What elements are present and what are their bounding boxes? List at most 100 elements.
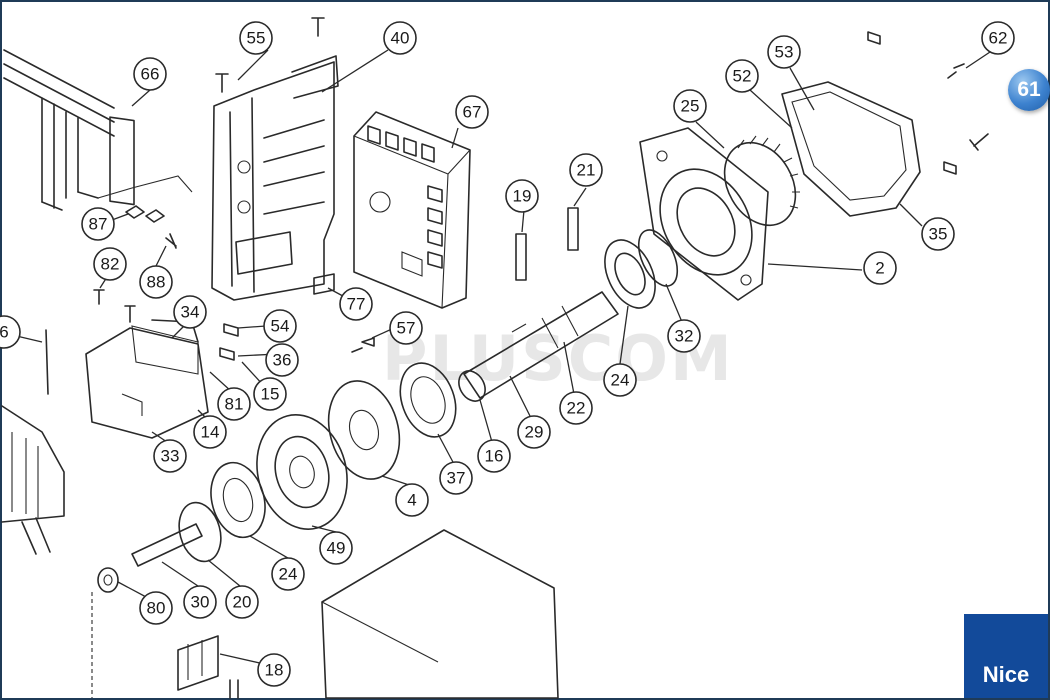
callout-19: 19 xyxy=(505,179,539,213)
screw-top-right xyxy=(867,31,881,45)
callout-33: 33 xyxy=(153,439,187,473)
gear-housing-2 xyxy=(639,127,769,301)
pin-21 xyxy=(567,207,579,251)
bottom-pin xyxy=(229,679,239,699)
svg-text:2: 2 xyxy=(875,259,884,278)
callout-80: 80 xyxy=(139,591,173,625)
svg-text:40: 40 xyxy=(391,29,410,48)
callout-4: 4 xyxy=(395,483,429,517)
svg-text:4: 4 xyxy=(407,491,416,510)
limit-switch-assembly-33 xyxy=(85,319,209,439)
svg-text:52: 52 xyxy=(733,67,752,86)
svg-text:36: 36 xyxy=(273,351,292,370)
svg-text:24: 24 xyxy=(279,565,298,584)
screw-55 xyxy=(215,73,229,93)
svg-text:87: 87 xyxy=(89,215,108,234)
callout-87: 87 xyxy=(81,207,115,241)
callout-20: 20 xyxy=(225,585,259,619)
svg-text:21: 21 xyxy=(577,161,596,180)
pin-19 xyxy=(515,233,527,281)
transformer xyxy=(1,405,65,555)
callout-62: 62 xyxy=(981,21,1015,55)
callout-66: 66 xyxy=(133,57,167,91)
callout-6: 6 xyxy=(0,315,21,349)
svg-text:24: 24 xyxy=(611,371,630,390)
svg-text:34: 34 xyxy=(181,303,200,322)
ring-32 xyxy=(637,229,679,287)
svg-text:25: 25 xyxy=(681,97,700,116)
bolt-6 xyxy=(45,329,49,395)
callout-24-bottom: 24 xyxy=(271,557,305,591)
cover-35 xyxy=(781,81,921,217)
callout-88: 88 xyxy=(139,265,173,299)
svg-text:32: 32 xyxy=(675,327,694,346)
pulley-49 xyxy=(256,414,348,530)
svg-text:18: 18 xyxy=(265,661,284,680)
screw-54 xyxy=(223,323,239,337)
screw-61 xyxy=(969,133,989,151)
callout-35: 35 xyxy=(921,217,955,251)
screw-57 xyxy=(351,337,375,353)
bearing-24-top xyxy=(604,239,656,309)
callout-49: 49 xyxy=(319,531,353,565)
callout-2: 2 xyxy=(863,251,897,285)
svg-text:33: 33 xyxy=(161,447,180,466)
bearing-24-bottom xyxy=(210,461,266,539)
svg-text:67: 67 xyxy=(463,103,482,122)
callout-14: 14 xyxy=(193,415,227,449)
callout-37: 37 xyxy=(439,461,473,495)
encoder-disc-4 xyxy=(327,380,401,480)
callout-36: 36 xyxy=(265,343,299,377)
pin-30 xyxy=(131,523,203,567)
callout-61-badge: 61 xyxy=(1008,69,1050,111)
gear-25 xyxy=(723,135,800,227)
svg-text:49: 49 xyxy=(327,539,346,558)
svg-text:77: 77 xyxy=(347,295,366,314)
callout-30: 30 xyxy=(183,585,217,619)
callout-32: 32 xyxy=(667,319,701,353)
brand-logo: Nice xyxy=(964,614,1048,698)
svg-text:30: 30 xyxy=(191,593,210,612)
callout-34: 34 xyxy=(173,295,207,329)
wiring-harness xyxy=(3,49,193,211)
callout-77: 77 xyxy=(339,287,373,321)
svg-text:66: 66 xyxy=(141,65,160,84)
motor-cover xyxy=(321,529,559,699)
svg-text:57: 57 xyxy=(397,319,416,338)
screw-82 xyxy=(93,289,105,305)
svg-text:54: 54 xyxy=(271,317,290,336)
svg-text:81: 81 xyxy=(225,395,244,414)
switch-18 xyxy=(177,635,219,691)
callout-29: 29 xyxy=(517,415,551,449)
nut-80 xyxy=(97,567,119,593)
screw-62 xyxy=(947,63,965,79)
svg-text:14: 14 xyxy=(201,423,220,442)
svg-text:88: 88 xyxy=(147,273,166,292)
screw-36 xyxy=(219,347,235,361)
svg-text:53: 53 xyxy=(775,43,794,62)
screw-top xyxy=(311,17,325,37)
ring-37 xyxy=(399,362,457,438)
callout-82: 82 xyxy=(93,247,127,281)
svg-text:29: 29 xyxy=(525,423,544,442)
callout-52: 52 xyxy=(725,59,759,93)
callout-24-top: 24 xyxy=(603,363,637,397)
svg-text:6: 6 xyxy=(0,323,9,342)
callout-40: 40 xyxy=(383,21,417,55)
svg-text:19: 19 xyxy=(513,187,532,206)
svg-text:35: 35 xyxy=(929,225,948,244)
callout-67: 67 xyxy=(455,95,489,129)
svg-text:55: 55 xyxy=(247,29,266,48)
svg-text:22: 22 xyxy=(567,399,586,418)
callout-81: 81 xyxy=(217,387,251,421)
svg-text:80: 80 xyxy=(147,599,166,618)
callout-22: 22 xyxy=(559,391,593,425)
svg-text:20: 20 xyxy=(233,593,252,612)
control-board-67 xyxy=(353,111,471,309)
output-shaft xyxy=(458,291,619,402)
svg-text:37: 37 xyxy=(447,469,466,488)
callout-25: 25 xyxy=(673,89,707,123)
brand-label: Nice xyxy=(982,662,1030,687)
